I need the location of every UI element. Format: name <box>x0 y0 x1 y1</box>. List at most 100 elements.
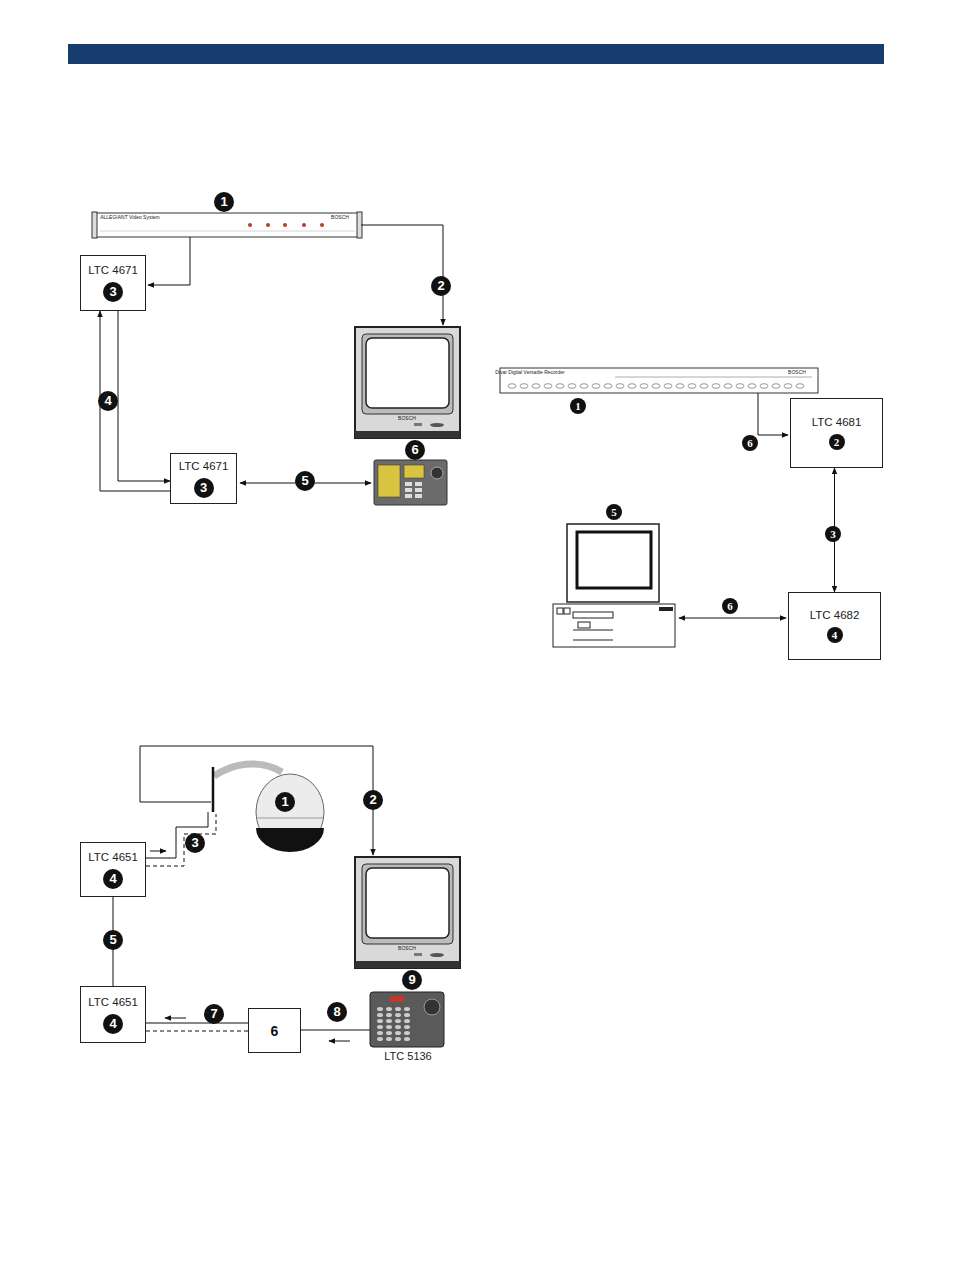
drawing-part <box>405 488 412 492</box>
drawing-part <box>700 384 708 389</box>
drawing-part <box>377 1019 383 1023</box>
model-number: LTC 4682 <box>810 609 860 621</box>
callout-number: 5 <box>295 471 315 491</box>
drawing-part <box>414 423 422 426</box>
drawing-part <box>760 384 768 389</box>
drawing-part <box>257 818 323 819</box>
drawing-part <box>355 431 460 438</box>
drawing-part <box>146 812 208 858</box>
drawing-part <box>355 857 460 968</box>
junction-box: 6 <box>248 1008 301 1053</box>
drawing-part <box>395 1025 401 1029</box>
drawing-part <box>140 746 211 802</box>
drawing-part <box>424 999 440 1015</box>
drawing-part <box>415 494 422 498</box>
drawing-part <box>374 460 447 505</box>
callout-number: 6 <box>722 598 738 614</box>
keyboard <box>370 992 444 1047</box>
drawing-part <box>404 1031 410 1035</box>
drawing-part <box>604 384 612 389</box>
drawing-part <box>92 212 97 238</box>
drawing-part <box>532 384 540 389</box>
brand-text: ALLEGIANT Video System <box>100 214 160 220</box>
callout-number: 2 <box>363 790 383 810</box>
callout-number: 9 <box>402 970 422 990</box>
drawing-part <box>659 607 673 611</box>
drawing-part <box>366 868 449 938</box>
drawing-part <box>404 1037 410 1041</box>
drawing-part <box>573 612 613 618</box>
drawing-part <box>578 622 590 628</box>
brand-text: Divar Digital Versatile Recorder <box>495 369 564 375</box>
callout-number: 2 <box>431 276 451 296</box>
drawing-part <box>415 482 422 486</box>
drawing-part <box>430 953 444 957</box>
brand-text: BOSCH <box>398 945 416 951</box>
drawing-part <box>748 384 756 389</box>
model-number: LTC 4651 <box>88 851 138 863</box>
drawing-part <box>386 1013 392 1017</box>
drawing-part <box>146 1031 248 1032</box>
callout-number: 6 <box>742 435 758 451</box>
drawing-part <box>395 1007 401 1011</box>
drawing-part <box>395 1019 401 1023</box>
callout-number: 3 <box>194 478 214 498</box>
callout-number: 8 <box>327 1002 347 1022</box>
drawing-part <box>386 1031 392 1035</box>
drawing-part <box>405 482 412 486</box>
drawing-part <box>430 423 444 427</box>
callout-number: 1 <box>570 398 586 414</box>
callout-number: 4 <box>827 627 843 643</box>
drawing-part <box>302 223 306 227</box>
drawing-part <box>772 384 780 389</box>
brand-text: BOSCH <box>331 214 349 220</box>
callout-number: 5 <box>103 930 123 950</box>
unit-box: LTC 46812 <box>790 398 883 468</box>
drawing-part <box>652 384 660 389</box>
callout-number: 1 <box>275 792 295 812</box>
drawing-part <box>266 223 270 227</box>
drawing-part <box>361 225 443 325</box>
drawing-part <box>377 1037 383 1041</box>
brand-text: BOSCH <box>788 369 806 375</box>
model-number: LTC 5136 <box>384 1050 432 1062</box>
drawing-part <box>386 1037 392 1041</box>
drawing-part <box>414 953 422 956</box>
callout-number: 3 <box>825 526 841 542</box>
drawing-part <box>390 996 404 1002</box>
drawing-part <box>377 1025 383 1029</box>
drawing-part <box>431 467 443 479</box>
drawing-part <box>567 524 659 602</box>
drawing-part <box>758 393 788 435</box>
drawing-part <box>415 488 422 492</box>
monitor <box>355 857 460 968</box>
video-system-rack <box>92 212 362 238</box>
model-number: LTC 4671 <box>88 264 138 276</box>
drawing-part <box>724 384 732 389</box>
drawing-part <box>362 334 453 414</box>
drawing-part <box>592 384 600 389</box>
monitor <box>355 327 460 438</box>
drawing-part <box>784 384 792 389</box>
drawing-part <box>140 746 373 855</box>
callout-number: 5 <box>606 504 622 520</box>
drawing-part <box>256 828 324 852</box>
drawing-part <box>329 1041 350 1042</box>
drawing-part <box>664 384 672 389</box>
drawing-part <box>404 1025 410 1029</box>
drawing-part <box>640 384 648 389</box>
drawing-part <box>366 338 449 408</box>
drawing-part <box>377 1013 383 1017</box>
model-number: LTC 4681 <box>812 416 862 428</box>
computer <box>553 524 675 647</box>
drawing-part <box>150 851 166 852</box>
model-number: LTC 4671 <box>179 460 229 472</box>
drawing-part <box>395 1037 401 1041</box>
drawing-part <box>320 223 324 227</box>
drawing-part <box>386 1019 392 1023</box>
connector <box>146 1023 248 1024</box>
unit-box: LTC 4671 3 <box>170 453 237 504</box>
drawing-part <box>377 1031 383 1035</box>
drawing-part <box>212 767 215 812</box>
